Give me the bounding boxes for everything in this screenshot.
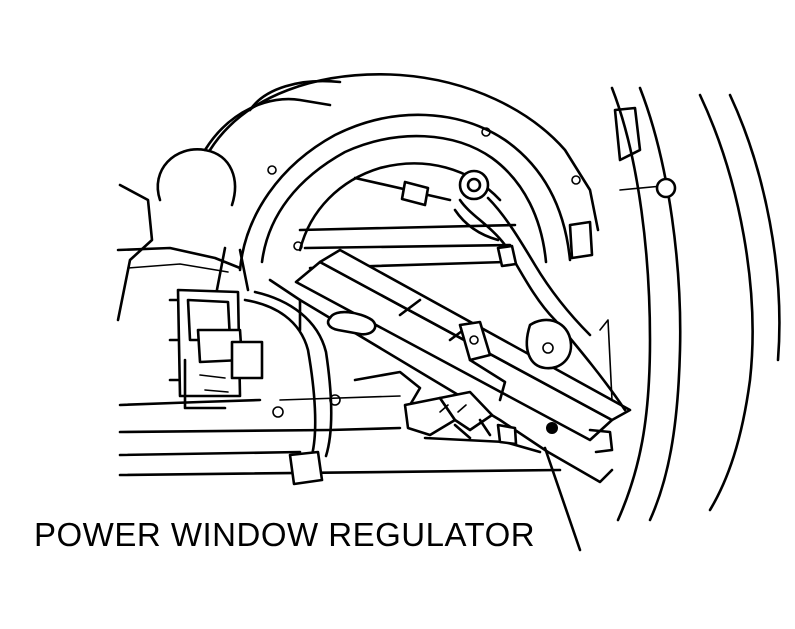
door-edge-right: [599, 86, 781, 522]
regulator-motor-bracket: [458, 318, 573, 402]
left-connector-block: [168, 288, 264, 410]
callout-label: POWER WINDOW REGULATOR: [34, 516, 536, 553]
regulator-cable-pulleys: [353, 169, 627, 412]
callout-leader-line: [543, 446, 582, 552]
regulator-motor-connector: [403, 390, 542, 454]
regulator-rail: [294, 248, 632, 484]
